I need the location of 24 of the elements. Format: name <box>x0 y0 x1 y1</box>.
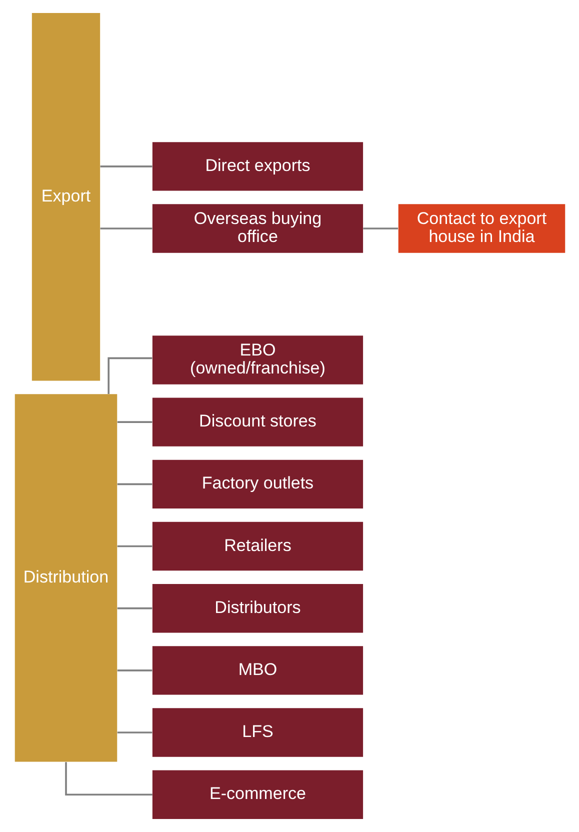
connector <box>116 732 152 734</box>
connector <box>116 421 152 423</box>
connector <box>362 228 398 230</box>
node-box: Direct exports <box>152 142 363 191</box>
node-box: Retailers <box>152 522 363 571</box>
connector <box>116 607 152 610</box>
connector <box>116 483 152 486</box>
node-box: EBO (owned/franchise) <box>152 336 363 384</box>
node-box: Distributors <box>152 584 363 633</box>
node-box: Overseas buying office <box>152 204 363 253</box>
node-box: Factory outlets <box>152 460 363 509</box>
node-box: Export <box>31 13 100 381</box>
connector <box>100 166 152 168</box>
node-box: MBO <box>152 646 363 695</box>
connector <box>107 357 152 394</box>
node-box: Distribution <box>14 394 117 762</box>
connector <box>64 762 152 796</box>
node-box: Discount stores <box>152 398 363 446</box>
connector <box>100 228 152 230</box>
node-box: LFS <box>152 708 363 757</box>
node-box: E-commerce <box>152 770 363 819</box>
connector <box>116 670 152 672</box>
node-box: Contact to export house in India <box>398 204 565 253</box>
connector <box>116 545 152 548</box>
